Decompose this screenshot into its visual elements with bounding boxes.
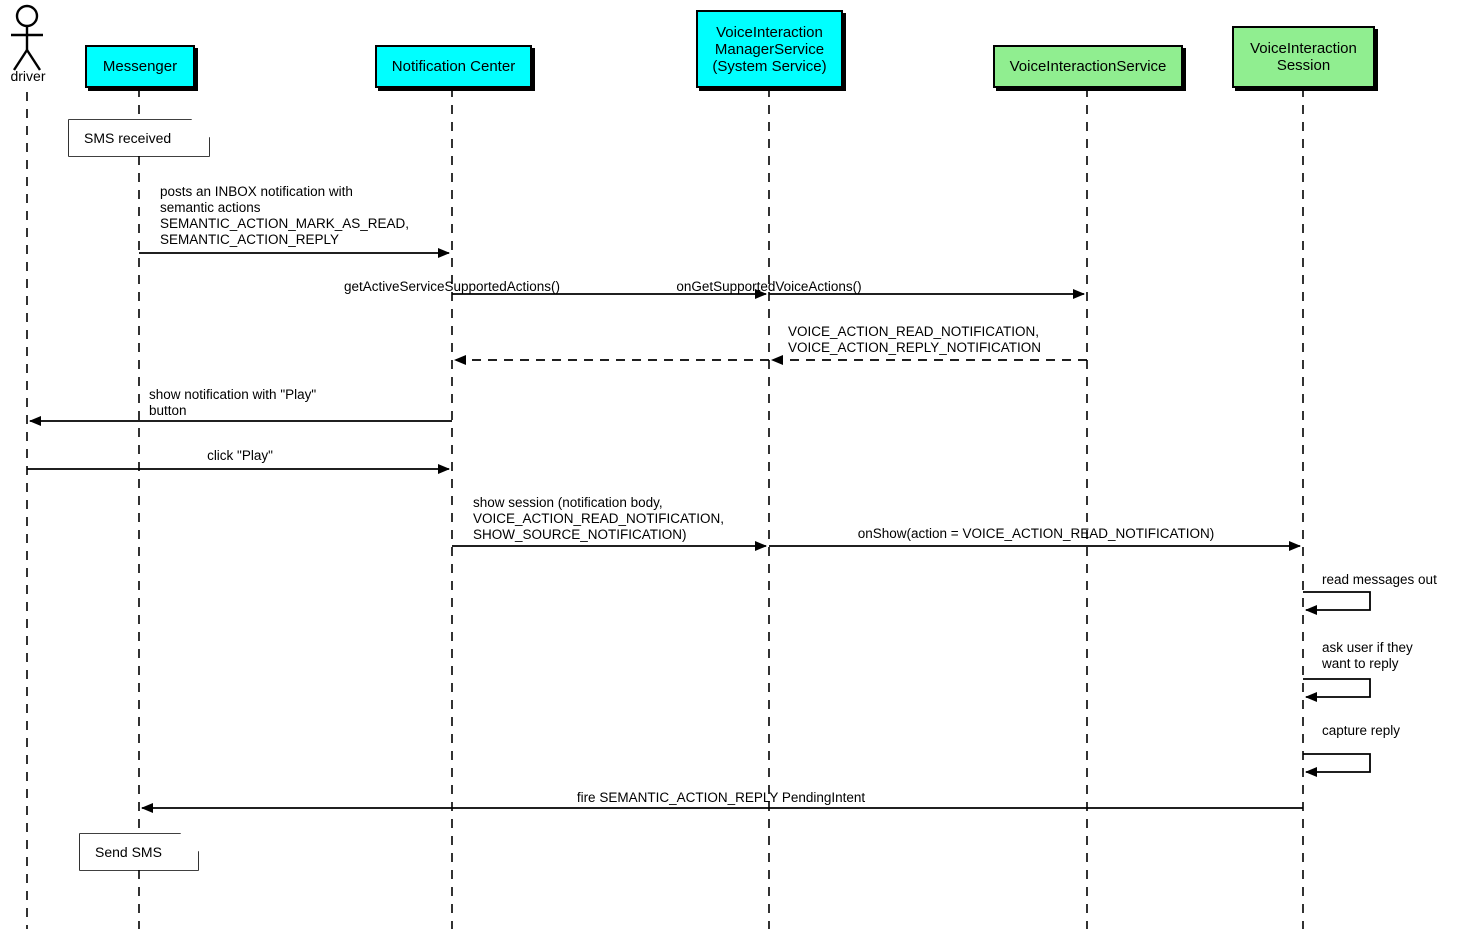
participant-label-notification-center: Notification Center bbox=[391, 58, 516, 75]
participant-voiceinteraction-managerservice[interactable]: VoiceInteraction ManagerService (System … bbox=[696, 10, 843, 88]
message-label-return-voice-actions: VOICE_ACTION_READ_NOTIFICATION, VOICE_AC… bbox=[788, 324, 1042, 355]
message-label-on-get-supported-voice-actions: onGetSupportedVoiceActions() bbox=[676, 279, 862, 294]
participant-voiceinteractionservice[interactable]: VoiceInteractionService bbox=[993, 45, 1183, 88]
message-label-get-active-service-supported-actions: getActiveServiceSupportedActions() bbox=[343, 279, 561, 294]
message-label-on-show: onShow(action = VOICE_ACTION_READ_NOTIFI… bbox=[857, 526, 1215, 541]
participant-notification-center[interactable]: Notification Center bbox=[375, 45, 532, 88]
self-messages-group bbox=[1303, 591, 1371, 777]
actor-label-driver: driver bbox=[10, 68, 46, 84]
message-label-show-session: show session (notification body, VOICE_A… bbox=[473, 495, 725, 542]
note-text-send-sms: Send SMS bbox=[95, 844, 162, 860]
self-message-arrow-read-messages-out bbox=[1303, 591, 1371, 615]
self-message-label-capture-reply: capture reply bbox=[1322, 723, 1401, 738]
participant-messenger[interactable]: Messenger bbox=[85, 45, 195, 88]
participant-label-voiceinteraction-session: VoiceInteraction Session bbox=[1250, 40, 1357, 74]
note-send-sms: Send SMS bbox=[80, 834, 198, 870]
participant-label-voiceinteractionservice: VoiceInteractionService bbox=[1009, 58, 1167, 75]
self-message-label-read-messages-out: read messages out bbox=[1322, 572, 1437, 587]
note-text-sms-received: SMS received bbox=[84, 130, 172, 146]
self-message-arrow-capture-reply bbox=[1303, 753, 1371, 777]
messages-group bbox=[27, 248, 1303, 813]
driver-stick-figure-icon bbox=[11, 4, 43, 71]
lifelines-group bbox=[26, 88, 1304, 929]
note-sms-received: SMS received bbox=[69, 120, 209, 156]
message-label-fire-reply-pendingintent: fire SEMANTIC_ACTION_REPLY PendingIntent bbox=[576, 790, 866, 805]
message-label-post-notification: posts an INBOX notification with semanti… bbox=[160, 184, 410, 247]
self-message-arrow-ask-user-reply bbox=[1303, 678, 1371, 702]
participant-voiceinteraction-session[interactable]: VoiceInteraction Session bbox=[1232, 26, 1375, 88]
message-label-click-play: click "Play" bbox=[207, 448, 273, 463]
self-message-label-ask-user-reply: ask user if they want to reply bbox=[1322, 640, 1413, 671]
participant-label-messenger: Messenger bbox=[102, 58, 178, 75]
message-label-show-notification: show notification with "Play" button bbox=[149, 387, 317, 418]
participant-label-voiceinteraction-managerservice: VoiceInteraction ManagerService (System … bbox=[712, 23, 827, 75]
